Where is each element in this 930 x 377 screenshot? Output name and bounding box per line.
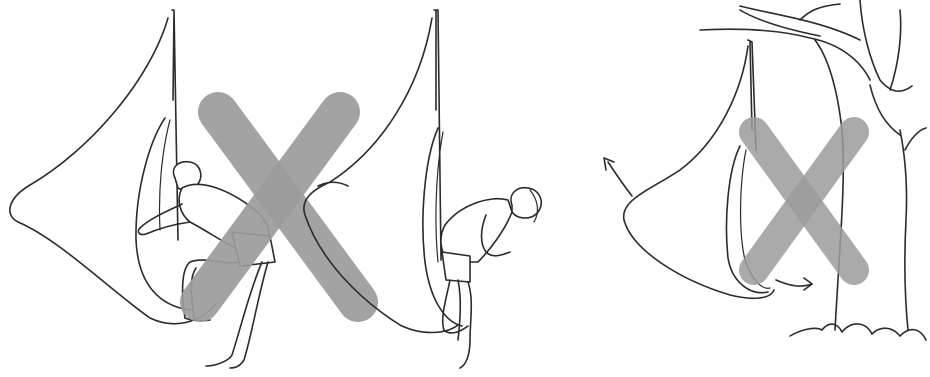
tree-roots: [790, 324, 926, 340]
swing-arrow-left: [608, 162, 632, 196]
panel-wrong-entry-step-in: [10, 10, 358, 368]
panel-wrong-tree-contact: [604, 0, 926, 340]
person-backing-in: [441, 188, 541, 368]
prohibited-x-icon: [754, 132, 854, 270]
tree-trunk: [700, 0, 912, 91]
